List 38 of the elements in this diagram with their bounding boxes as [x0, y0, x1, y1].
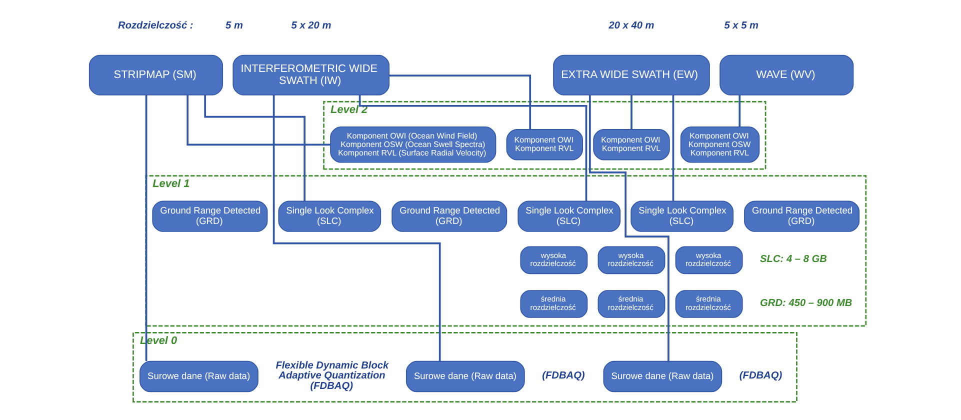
node-box: Single Look Complex (SLC): [278, 200, 381, 232]
connector: [204, 95, 305, 201]
label: GRD: 450 – 900 MB: [760, 298, 852, 309]
node-box: wysoka rozdzielczość: [520, 246, 588, 274]
connector: [272, 95, 440, 362]
node-box: Ground Range Detected (GRD): [391, 200, 507, 232]
connector: [630, 95, 632, 130]
node-label: 5 x 5 m: [724, 20, 758, 32]
node-box: średnia rozdzielczość: [520, 290, 588, 318]
node-box: Single Look Complex (SLC): [517, 200, 620, 232]
node-box: Surowe dane (Raw data): [405, 360, 524, 392]
connector: [738, 95, 740, 127]
node-box: średnia rozdzielczość: [597, 290, 665, 318]
node-box: INTERFEROMETRIC WIDE SWATH (IW): [232, 54, 390, 96]
node-box: Single Look Complex (SLC): [630, 200, 734, 232]
label: Rozdzielczość :: [118, 20, 193, 32]
node-label: 5 x 20 m: [290, 20, 331, 32]
node-label: (FDBAQ): [542, 370, 584, 382]
label: SLC: 4 – 8 GB: [760, 254, 826, 265]
connector: [358, 95, 587, 201]
node-label: (FDBAQ): [738, 370, 782, 382]
node-label: Flexible Dynamic Block Adaptive Quantization (FDBAQ): [275, 360, 388, 392]
node-box: Ground Range Detected (GRD): [744, 200, 860, 232]
connector: [144, 95, 147, 362]
connector: [388, 74, 531, 130]
node-box: wysoka rozdzielczość: [597, 246, 665, 274]
node-label: 5 m: [225, 20, 242, 32]
connector: [672, 95, 674, 201]
node-box: wysoka rozdzielczość: [674, 246, 742, 274]
node-label: 20 x 40 m: [608, 20, 654, 32]
connector: [186, 95, 330, 146]
node-box: średnia rozdzielczość: [674, 290, 742, 318]
node-box: WAVE (WV): [719, 54, 854, 96]
node-box: Surowe dane (Raw data): [139, 360, 258, 392]
node-box: Surowe dane (Raw data): [602, 360, 722, 392]
node-box: EXTRA WIDE SWATH (EW): [552, 54, 710, 96]
node-box: Ground Range Detected (GRD): [152, 200, 268, 232]
node-box: STRIPMAP (SM): [88, 54, 222, 96]
